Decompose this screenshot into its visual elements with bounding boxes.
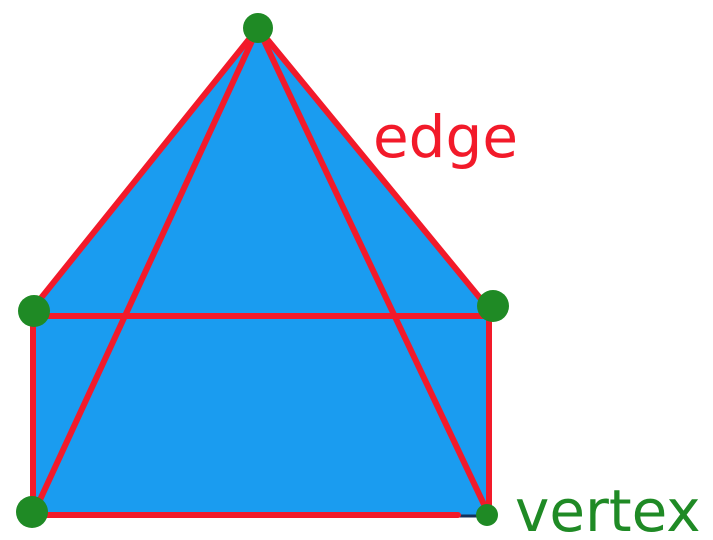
edge-apex-right: [255, 25, 492, 312]
edge-apex-bottom-right: [255, 25, 492, 518]
edge-apex-bottom-left: [30, 25, 261, 518]
vertex-bottom-left: [16, 496, 48, 528]
vertex-label: vertex: [515, 477, 701, 540]
pyramid-face: [33, 28, 489, 515]
vertex-middle-left: [18, 295, 50, 327]
edges: [30, 25, 492, 518]
vertex-bottom-right: [476, 504, 498, 526]
vertex-middle-right: [477, 290, 509, 322]
edge-apex-left: [30, 25, 261, 311]
vertex-apex: [243, 13, 273, 43]
edge-label: edge: [373, 103, 518, 171]
vertices: [16, 13, 509, 528]
